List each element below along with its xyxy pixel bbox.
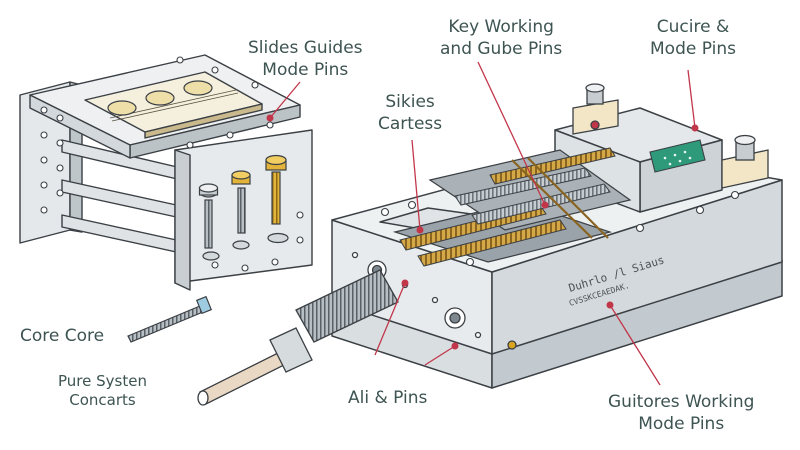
ejector-pin-icon [197,269,399,406]
leader-lines [269,61,696,386]
bracket-holes [40,56,304,272]
bushing-left [572,83,619,135]
label-cucire: Cucire &Mode Pins [650,17,736,59]
label-ali-pins: Ali & Pins [348,388,428,408]
slide-guide-bracket [19,54,313,291]
label-core-core: Core Core [20,326,105,346]
compression-spring-icon [399,147,616,267]
guide-pin-rods [511,157,609,239]
leader-dots [266,114,699,350]
bushing-right [721,134,769,189]
brass-screw-icon [265,154,289,244]
mold-base-block [331,107,783,389]
cap-screw-icon [198,183,220,261]
brass-screw-icon [231,170,251,250]
core-rod [127,295,213,343]
top-holes [380,190,740,267]
cavity-circles [107,80,213,116]
control-board [649,139,706,173]
